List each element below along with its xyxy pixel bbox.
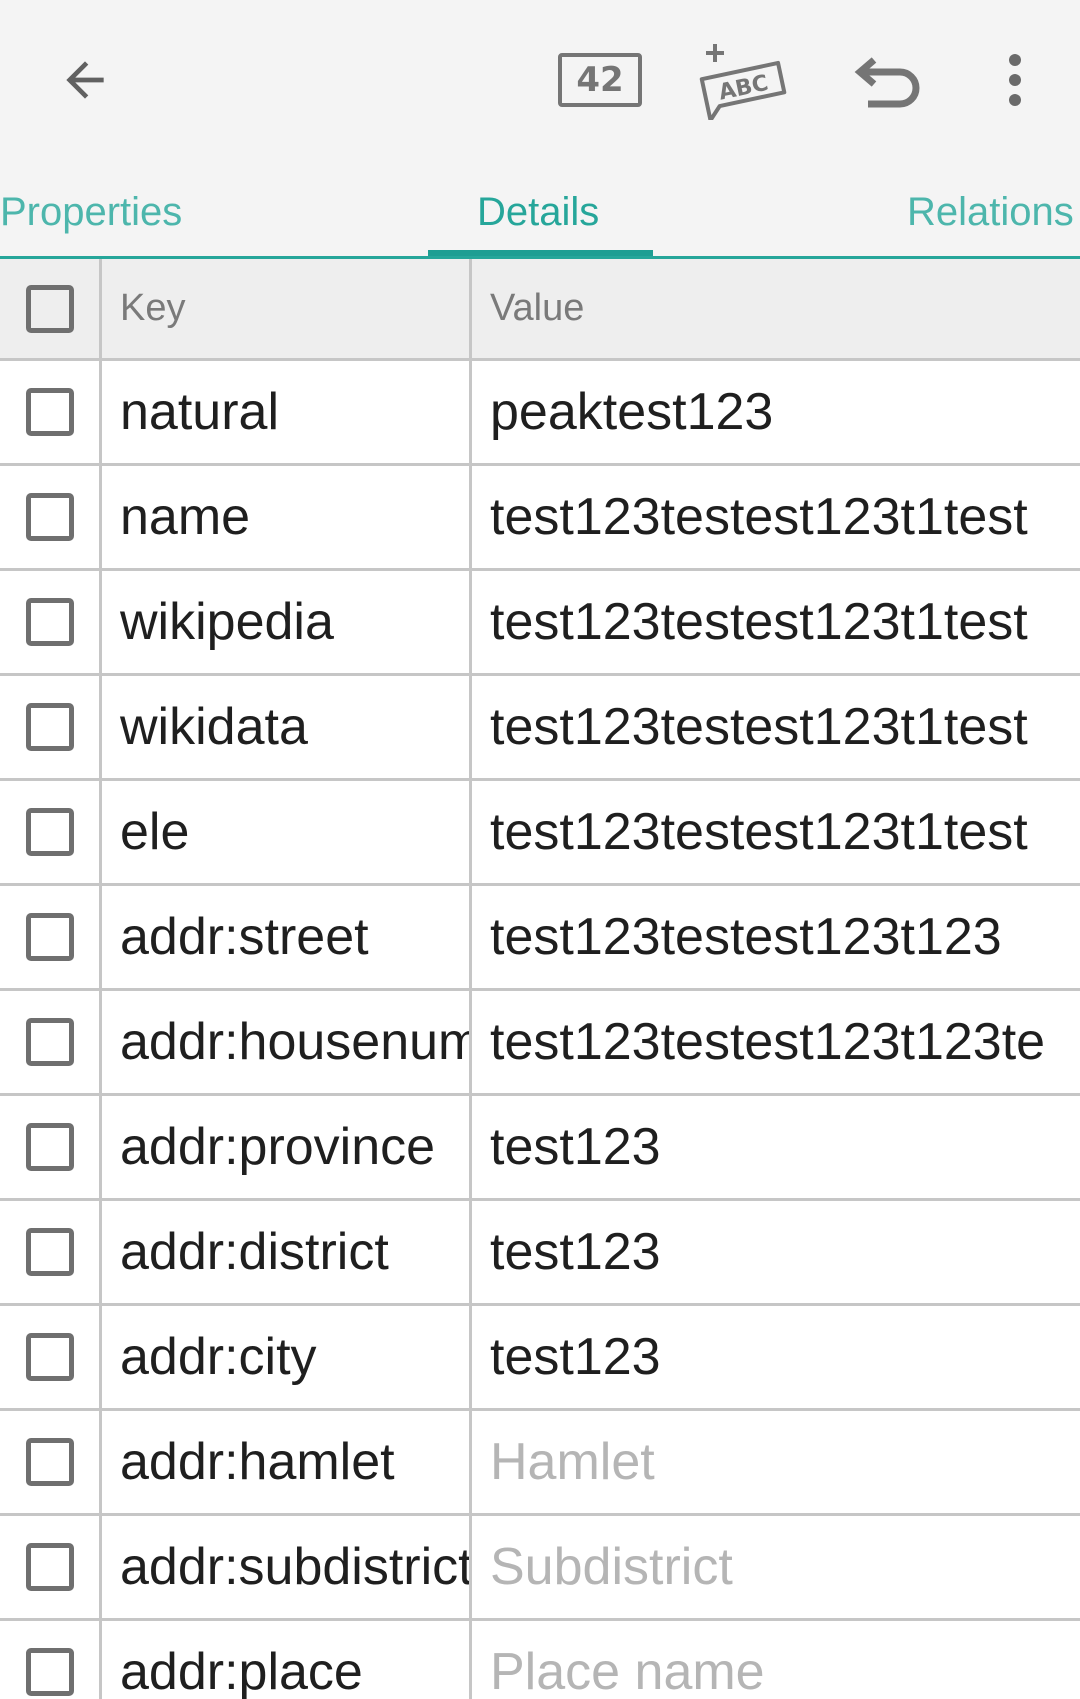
row-select-cell bbox=[0, 1516, 102, 1618]
row-checkbox[interactable] bbox=[25, 1438, 74, 1486]
row-checkbox[interactable] bbox=[25, 493, 74, 541]
table-row: addr:province test123 bbox=[0, 1096, 1080, 1201]
row-select-cell bbox=[0, 466, 102, 568]
tab-properties[interactable]: Properties bbox=[0, 190, 183, 234]
undo-icon bbox=[854, 57, 920, 108]
table-row: addr:street test123testest123t123 bbox=[0, 886, 1080, 991]
row-select-cell bbox=[0, 1411, 102, 1513]
row-select-cell bbox=[0, 1201, 102, 1303]
table-row: addr:hamlet Hamlet bbox=[0, 1411, 1080, 1516]
tag-key-field[interactable]: wikipedia bbox=[102, 571, 472, 673]
tab-divider bbox=[0, 256, 1080, 259]
toolbar: 42 ABC bbox=[0, 0, 1080, 160]
table-body: natural peaktest123 name test123testest123t… bbox=[0, 361, 1080, 1699]
tag-key-field[interactable]: addr:place bbox=[102, 1621, 472, 1699]
tag-count-badge: 42 bbox=[558, 53, 642, 107]
tag-value-field[interactable]: test123 bbox=[490, 1328, 661, 1386]
tag-value-field[interactable]: peaktest123 bbox=[490, 383, 774, 441]
table-row: addr:housenumber test123testest123t123te bbox=[0, 991, 1080, 1096]
back-button[interactable] bbox=[40, 30, 130, 130]
arrow-left-icon bbox=[66, 61, 104, 99]
tag-value-field-placeholder[interactable]: Subdistrict bbox=[490, 1538, 733, 1596]
tag-value-field[interactable]: test123testest123t1test bbox=[490, 698, 1028, 756]
tag-key-field[interactable]: addr:hamlet bbox=[102, 1411, 472, 1513]
table-row: wikipedia test123testest123t1test bbox=[0, 571, 1080, 676]
value-column-header: Value bbox=[490, 287, 585, 329]
more-vertical-icon bbox=[1009, 54, 1021, 106]
add-abc-icon: ABC bbox=[699, 44, 787, 120]
table-row: addr:district test123 bbox=[0, 1201, 1080, 1306]
tag-key-field[interactable]: addr:street bbox=[102, 886, 472, 988]
row-select-cell bbox=[0, 1096, 102, 1198]
row-checkbox[interactable] bbox=[25, 1123, 74, 1171]
select-all-checkbox[interactable] bbox=[25, 284, 74, 333]
overflow-menu-button[interactable] bbox=[985, 30, 1045, 130]
table-row: addr:subdistrict Subdistrict bbox=[0, 1516, 1080, 1621]
row-checkbox[interactable] bbox=[25, 598, 74, 646]
tag-count-button[interactable]: 42 bbox=[548, 30, 652, 130]
tag-value-field-placeholder[interactable]: Hamlet bbox=[490, 1433, 655, 1491]
tag-value-field[interactable]: test123testest123t123te bbox=[490, 1013, 1046, 1071]
row-select-cell bbox=[0, 886, 102, 988]
tag-key-field[interactable]: natural bbox=[102, 361, 472, 463]
row-checkbox[interactable] bbox=[25, 1648, 74, 1696]
active-tab-indicator bbox=[428, 250, 653, 258]
row-select-cell bbox=[0, 361, 102, 463]
row-checkbox[interactable] bbox=[25, 1543, 74, 1591]
row-checkbox[interactable] bbox=[25, 1228, 74, 1276]
tab-relations[interactable]: Relations bbox=[907, 190, 1074, 234]
key-column-header: Key bbox=[102, 259, 472, 358]
row-select-cell bbox=[0, 1621, 102, 1699]
tab-bar: Properties Details Relations bbox=[0, 160, 1080, 258]
tag-key-field[interactable]: ele bbox=[102, 781, 472, 883]
tag-value-field[interactable]: test123testest123t1test bbox=[490, 593, 1028, 651]
tag-key-field[interactable]: addr:housenumber bbox=[102, 991, 472, 1093]
row-checkbox[interactable] bbox=[25, 808, 74, 856]
tag-value-field[interactable]: test123testest123t123 bbox=[490, 908, 1002, 966]
tag-key-field[interactable]: addr:district bbox=[102, 1201, 472, 1303]
table-row: wikidata test123testest123t1test bbox=[0, 676, 1080, 781]
tag-value-field[interactable]: test123testest123t1test bbox=[490, 488, 1028, 546]
row-checkbox[interactable] bbox=[25, 1333, 74, 1381]
select-all-cell bbox=[0, 259, 102, 358]
table-row: ele test123testest123t1test bbox=[0, 781, 1080, 886]
table-row: addr:city test123 bbox=[0, 1306, 1080, 1411]
row-select-cell bbox=[0, 571, 102, 673]
row-select-cell bbox=[0, 991, 102, 1093]
row-checkbox[interactable] bbox=[25, 913, 74, 961]
row-select-cell bbox=[0, 676, 102, 778]
tag-key-field[interactable]: wikidata bbox=[102, 676, 472, 778]
table-row: addr:place Place name bbox=[0, 1621, 1080, 1699]
table-row: natural peaktest123 bbox=[0, 361, 1080, 466]
row-checkbox[interactable] bbox=[25, 703, 74, 751]
tag-value-field[interactable]: test123 bbox=[490, 1223, 661, 1281]
undo-button[interactable] bbox=[840, 30, 940, 130]
tag-key-field[interactable]: addr:subdistrict bbox=[102, 1516, 472, 1618]
row-checkbox[interactable] bbox=[25, 388, 74, 436]
row-checkbox[interactable] bbox=[25, 1018, 74, 1066]
tag-key-field[interactable]: name bbox=[102, 466, 472, 568]
row-select-cell bbox=[0, 781, 102, 883]
tag-key-field[interactable]: addr:province bbox=[102, 1096, 472, 1198]
tag-value-field-placeholder[interactable]: Place name bbox=[490, 1643, 765, 1699]
tag-value-field[interactable]: test123 bbox=[490, 1118, 661, 1176]
tag-key-field[interactable]: addr:city bbox=[102, 1306, 472, 1408]
table-row: name test123testest123t1test bbox=[0, 466, 1080, 571]
add-text-button[interactable]: ABC bbox=[690, 30, 800, 130]
row-select-cell bbox=[0, 1306, 102, 1408]
tab-details[interactable]: Details bbox=[477, 190, 600, 234]
tag-value-field[interactable]: test123testest123t1test bbox=[490, 803, 1028, 861]
table-header-row: Key Value bbox=[0, 259, 1080, 361]
